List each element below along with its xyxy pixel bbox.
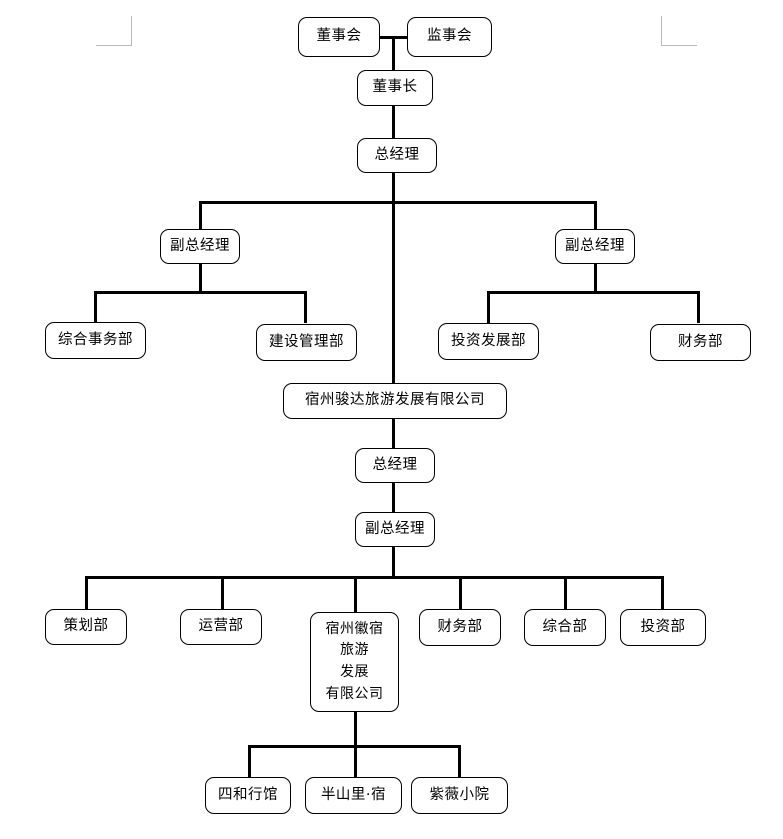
node-construction-mgmt-dept[interactable]: 建设管理部: [256, 324, 357, 361]
connector-bar-to-deputy-left: [199, 201, 202, 229]
node-operations-dept[interactable]: 运营部: [180, 609, 262, 645]
node-planning-dept[interactable]: 策划部: [45, 609, 127, 645]
connector-deputy-right-down: [594, 264, 597, 292]
crop-mark-vertical-rule: [661, 16, 662, 46]
connector-to-general-affairs: [94, 291, 97, 323]
connector-to-sihe-guesthouse: [248, 745, 251, 778]
node-ziwei-courtyard[interactable]: 紫薇小院: [411, 777, 508, 814]
connector-departments-bar: [85, 576, 663, 579]
connector-to-ziwei-courtyard: [458, 745, 461, 778]
connector-gm-mid-to-deputy: [392, 483, 395, 512]
node-finance-dept-bottom[interactable]: 财务部: [419, 609, 501, 646]
connector-to-company-huisu: [354, 576, 357, 612]
connector-to-investment-development: [487, 291, 490, 323]
node-general-affairs-dept[interactable]: 综合事务部: [45, 322, 146, 359]
node-chairman[interactable]: 董事长: [357, 70, 433, 106]
connector-to-comprehensive-dept: [564, 576, 567, 610]
node-deputy-gm-left[interactable]: 副总经理: [160, 229, 240, 264]
node-finance-dept-top[interactable]: 财务部: [650, 324, 751, 361]
crop-mark-top-right: [661, 16, 697, 46]
connector-deputy-left-down: [199, 264, 202, 292]
connector-junda-to-gm: [392, 418, 395, 448]
connector-to-finance-bottom: [459, 576, 462, 610]
node-deputy-gm-right[interactable]: 副总经理: [555, 229, 635, 264]
crop-mark-vertical-rule: [131, 16, 132, 46]
connector-gm-trunk: [392, 171, 395, 384]
connector-deputy-right-bar: [487, 291, 699, 294]
connector-to-construction-mgmt: [304, 291, 307, 323]
connector-gm-to-deputies-bar: [199, 201, 597, 204]
connector-bar-to-deputy-right: [594, 201, 597, 229]
node-comprehensive-dept[interactable]: 综合部: [524, 609, 606, 646]
node-general-manager-top[interactable]: 总经理: [357, 138, 437, 173]
node-banshanli-su[interactable]: 半山里·宿: [305, 777, 402, 814]
connector-deputy-left-bar: [94, 291, 306, 294]
node-general-manager-mid[interactable]: 总经理: [355, 448, 435, 483]
node-board-of-directors[interactable]: 董事会: [298, 17, 380, 57]
connector-board-to-chairman: [392, 36, 395, 71]
connector-to-banshanli-su: [354, 745, 357, 778]
connector-huisu-down: [354, 712, 357, 746]
connector-to-operations-dept: [221, 576, 224, 610]
crop-mark-horizontal-rule: [96, 45, 132, 46]
crop-mark-horizontal-rule: [661, 45, 697, 46]
connector-chairman-to-gm: [392, 105, 395, 139]
node-investment-dept[interactable]: 投资部: [620, 609, 706, 646]
node-investment-development-dept[interactable]: 投资发展部: [438, 323, 539, 360]
node-company-junda[interactable]: 宿州骏达旅游发展有限公司: [283, 383, 507, 419]
connector-to-investment-dept: [661, 576, 664, 610]
connector-to-planning-dept: [85, 576, 88, 610]
crop-mark-top-left: [96, 16, 132, 46]
connector-to-finance-top: [697, 291, 700, 323]
node-sihe-guesthouse[interactable]: 四和行馆: [205, 777, 291, 814]
node-deputy-gm-mid[interactable]: 副总经理: [355, 512, 435, 547]
node-board-of-supervisors[interactable]: 监事会: [407, 17, 492, 57]
connector-deputy-mid-down: [392, 547, 395, 578]
node-company-huisu[interactable]: 宿州徽宿 旅游 发展 有限公司: [310, 612, 399, 712]
